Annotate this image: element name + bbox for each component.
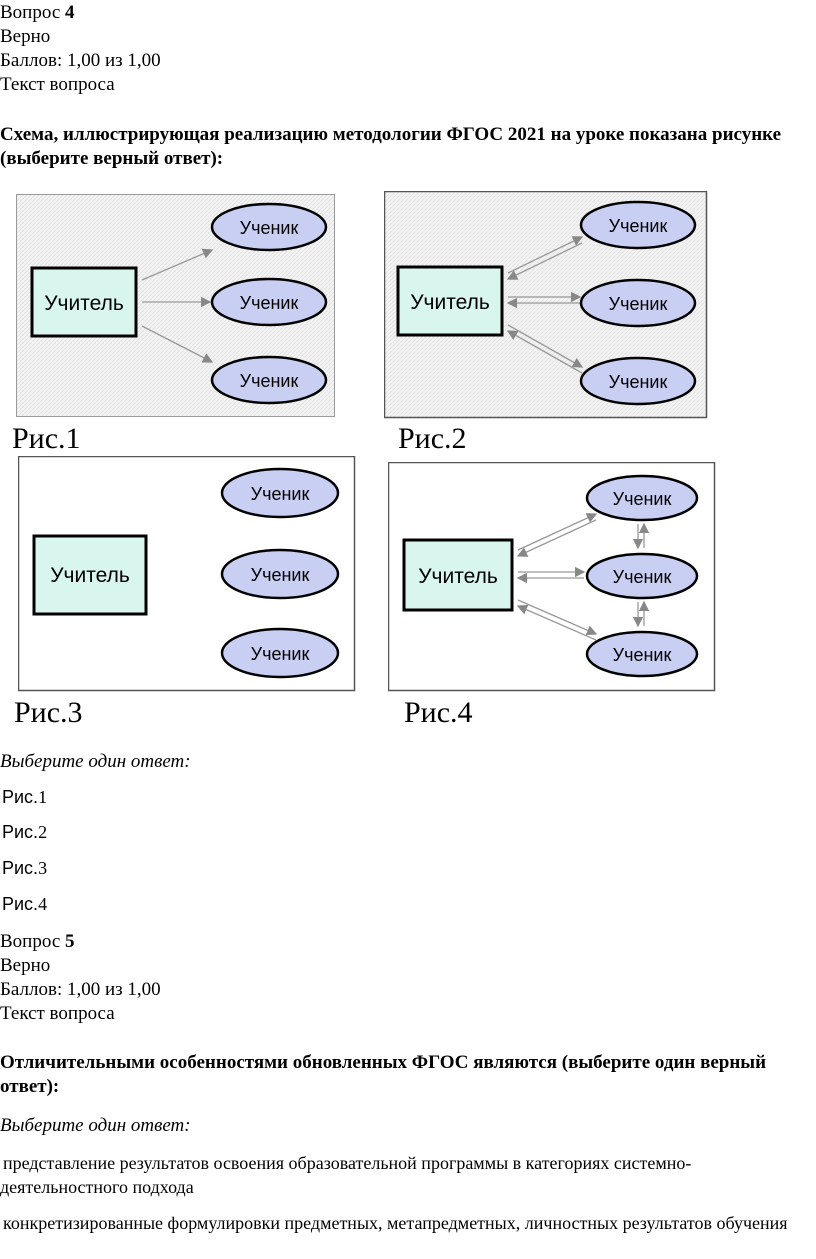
option-prefix: Рис. bbox=[2, 787, 39, 807]
question-status: Верно bbox=[0, 26, 51, 47]
question-score: Баллов: 1,00 из 1,00 bbox=[0, 50, 161, 71]
student-label: Ученик bbox=[609, 216, 668, 236]
student-label: Ученик bbox=[240, 293, 299, 313]
figure-4: Учитель Ученик Ученик Ученик bbox=[388, 462, 716, 692]
choose-one-label: Выберите один ответ: bbox=[0, 1115, 191, 1136]
figure-1: Учитель Ученик Ученик Ученик bbox=[16, 194, 335, 417]
question-header: Вопрос 4 bbox=[0, 1, 75, 25]
figure-3: Учитель Ученик Ученик Ученик bbox=[18, 456, 356, 692]
figure-caption: Рис.3 bbox=[14, 696, 83, 729]
option-number: 1 bbox=[38, 787, 48, 807]
question-number: 5 bbox=[65, 931, 75, 952]
question-header: Вопрос 5 bbox=[0, 930, 75, 954]
answer-option-3[interactable]: Рис.3 bbox=[2, 856, 47, 880]
answer-option-1[interactable]: представление результатов освоения образ… bbox=[0, 1153, 692, 1197]
student-label: Ученик bbox=[609, 294, 668, 314]
teacher-label: Учитель bbox=[418, 565, 498, 588]
teacher-label: Учитель bbox=[410, 291, 490, 314]
option-prefix: Рис. bbox=[2, 858, 39, 878]
option-number: 3 bbox=[38, 858, 48, 878]
teacher-label: Учитель bbox=[44, 292, 124, 315]
student-label: Ученик bbox=[609, 372, 668, 392]
figure-caption: Рис.1 bbox=[12, 422, 81, 455]
question-label: Вопрос bbox=[0, 2, 61, 23]
student-label: Ученик bbox=[251, 565, 310, 585]
teacher-label: Учитель bbox=[50, 564, 130, 587]
option-number: 2 bbox=[38, 822, 48, 842]
question-text: Схема, иллюстрирующая реализацию методол… bbox=[0, 124, 782, 169]
student-label: Ученик bbox=[251, 644, 310, 664]
answer-option-2[interactable]: конкретизированные формулировки предметн… bbox=[3, 1213, 788, 1233]
question-text-label: Текст вопроса bbox=[0, 74, 115, 95]
answer-option-1[interactable]: Рис.1 bbox=[2, 785, 47, 809]
question-status: Верно bbox=[0, 955, 51, 976]
question-text-label: Текст вопроса bbox=[0, 1003, 115, 1024]
answer-option-2[interactable]: Рис.2 bbox=[2, 820, 47, 844]
student-label: Ученик bbox=[240, 371, 299, 391]
question-text: Отличительными особенностями обновленных… bbox=[0, 1052, 767, 1097]
question-score: Баллов: 1,00 из 1,00 bbox=[0, 979, 161, 1000]
question-number: 4 bbox=[65, 2, 75, 23]
student-label: Ученик bbox=[613, 645, 672, 665]
student-label: Ученик bbox=[251, 484, 310, 504]
option-prefix: Рис. bbox=[2, 894, 39, 914]
student-label: Ученик bbox=[613, 567, 672, 587]
option-number: 4 bbox=[38, 894, 48, 914]
student-label: Ученик bbox=[240, 218, 299, 238]
figure-caption: Рис.2 bbox=[398, 422, 467, 455]
answer-option-4[interactable]: Рис.4 bbox=[2, 892, 47, 916]
question-label: Вопрос bbox=[0, 931, 61, 952]
figure-2: Учитель Ученик Ученик Ученик bbox=[384, 191, 708, 419]
option-prefix: Рис. bbox=[2, 822, 39, 842]
figure-caption: Рис.4 bbox=[404, 696, 473, 729]
choose-one-label: Выберите один ответ: bbox=[0, 751, 191, 772]
student-label: Ученик bbox=[613, 489, 672, 509]
